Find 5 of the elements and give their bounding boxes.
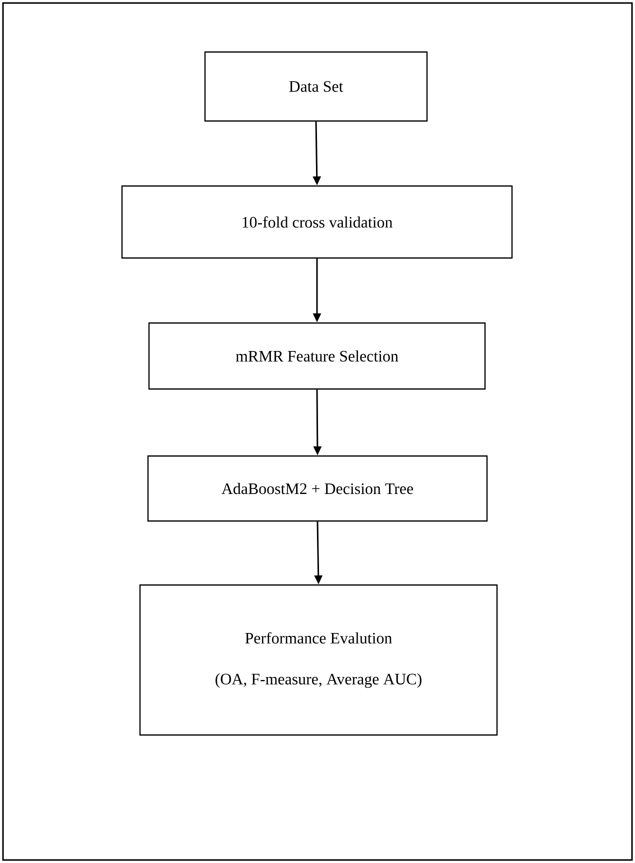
process-box: AdaBoostM2 + Decision Tree xyxy=(147,455,488,522)
process-box: Data Set xyxy=(204,51,428,122)
process-box: mRMR Feature Selection xyxy=(148,322,486,390)
process-box: 10-fold cross validation xyxy=(121,185,513,259)
process-box: Performance Evalution (OA, F-measure, Average AUC) xyxy=(139,584,498,736)
